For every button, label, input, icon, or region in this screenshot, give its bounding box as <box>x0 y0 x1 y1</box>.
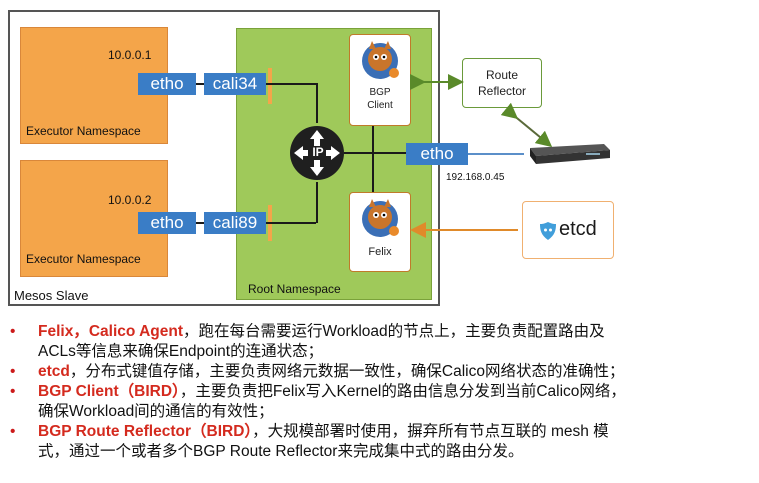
link-line <box>316 182 318 223</box>
route-reflector-label-1: Route <box>485 68 519 82</box>
bullet-term: Felix，Calico Agent <box>38 323 183 340</box>
root-ip-address: 192.168.0.45 <box>446 172 505 183</box>
bullet-dot: • <box>10 383 16 400</box>
bullet-dot: • <box>10 363 16 380</box>
ip-router-icon <box>290 126 344 180</box>
executor1-eth-interface: etho <box>138 73 196 95</box>
bullet-item-felix: • Felix，Calico Agent，跑在每台需要运行Workload的节点… <box>8 322 753 362</box>
link-line <box>266 222 316 224</box>
etcd-box: etcd <box>522 201 614 259</box>
bgp-client-label-1: BGP <box>369 87 391 98</box>
root-namespace-label: Root Namespace <box>248 282 341 296</box>
router-label: IP <box>312 145 324 159</box>
bullet-text: ，主要负责把Felix写入Kernel的路由信息分发到当前Calico网络， <box>179 383 626 400</box>
etcd-label: etcd <box>559 218 597 240</box>
bullet-text: ，分布式键值存储，主要负责网络元数据一致性，确保Calico网络状态的准确性； <box>69 363 625 380</box>
bullet-text: ，大规模部署时使用，摒弃所有节点互联的 mesh 模 <box>252 423 609 440</box>
bullet-item-bgp-client: • BGP Client（BIRD），主要负责把Felix写入Kernel的路由… <box>8 382 753 422</box>
bullet-term: etcd <box>38 363 70 380</box>
cali34-veth-bar <box>268 68 272 104</box>
bullet-text-cont: 式，通过一个或者多个BGP Route Reflector来完成集中式的路由分发… <box>38 443 524 460</box>
cali34-interface: cali34 <box>204 73 266 95</box>
felix-label: Felix <box>368 246 392 258</box>
bullet-item-etcd: • etcd，分布式键值存储，主要负责网络元数据一致性，确保Calico网络状态… <box>8 362 753 382</box>
bullet-text-cont: ACLs等信息来确保Endpoint的连通状态； <box>38 343 324 360</box>
felix-mascot-icon <box>362 199 399 237</box>
bgp-client-label-2: Client <box>367 100 393 111</box>
bullet-dot: • <box>10 323 16 340</box>
link-line <box>266 83 316 85</box>
executor1-label: Executor Namespace <box>26 124 141 138</box>
component-description-list: • Felix，Calico Agent，跑在每台需要运行Workload的节点… <box>8 322 753 462</box>
executor2-ip: 10.0.0.2 <box>108 193 152 207</box>
uplink-line <box>468 153 524 155</box>
felix-box: Felix <box>349 192 411 272</box>
link-line <box>196 222 204 224</box>
route-reflector-box: Route Reflector <box>462 58 542 108</box>
mesos-slave-label: Mesos Slave <box>14 288 89 303</box>
executor2-eth-interface: etho <box>138 212 196 234</box>
bullet-text-cont: 确保Workload间的通信的有效性； <box>38 403 274 420</box>
bgp-client-box: BGP Client <box>349 34 411 126</box>
bullet-text: ，跑在每台需要运行Workload的节点上，主要负责配置路由及 <box>182 323 605 340</box>
bullet-item-route-reflector: • BGP Route Reflector（BIRD），大规模部署时使用，摒弃所… <box>8 422 753 462</box>
etcd-server-icon <box>530 144 610 164</box>
bullet-term: BGP Client（BIRD） <box>38 383 180 400</box>
bullet-dot: • <box>10 423 16 440</box>
executor2-label: Executor Namespace <box>26 252 141 266</box>
link-line <box>316 83 318 123</box>
bullet-term: BGP Route Reflector（BIRD） <box>38 423 253 440</box>
link-line <box>196 83 204 85</box>
executor1-ip: 10.0.0.1 <box>108 48 152 62</box>
root-eth-interface: etho <box>406 143 468 165</box>
bird-mascot-icon <box>362 41 399 79</box>
route-reflector-label-2: Reflector <box>477 84 527 98</box>
etcd-logo-icon <box>540 222 556 240</box>
link-line <box>344 152 406 154</box>
link-line <box>372 152 374 192</box>
cali89-interface: cali89 <box>204 212 266 234</box>
